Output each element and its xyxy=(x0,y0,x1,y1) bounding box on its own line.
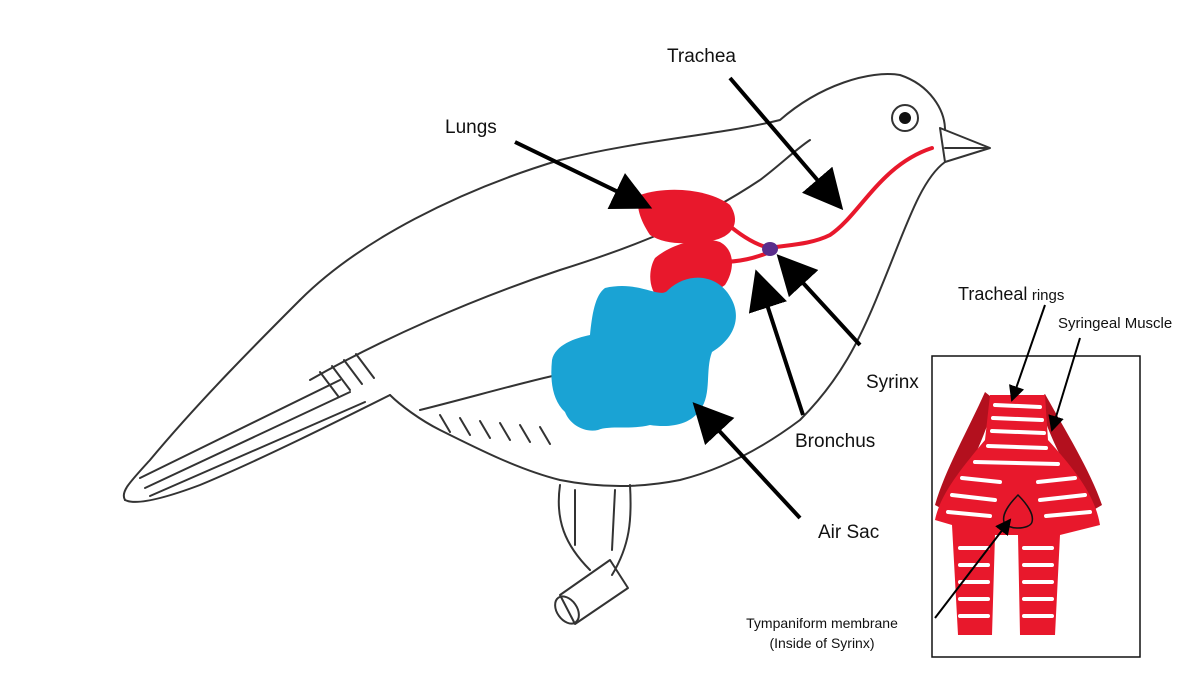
bird-beak xyxy=(939,127,991,163)
label-tracheal-rings: Tracheal rings xyxy=(958,284,1064,305)
syrinx-node xyxy=(762,242,778,256)
arrows xyxy=(514,76,862,520)
bird-back-line xyxy=(299,73,946,301)
lung-upper xyxy=(638,189,735,244)
arrow-syringeal-muscle xyxy=(1048,337,1081,432)
trachea-tube xyxy=(768,146,934,250)
bird-tail-upper xyxy=(122,299,301,501)
syrinx-inset xyxy=(931,304,1141,658)
label-air-sac: Air Sac xyxy=(818,522,880,543)
arrow-trachea xyxy=(728,76,844,211)
arrow-tracheal-rings xyxy=(1009,304,1046,402)
bird-wing-line xyxy=(309,139,811,381)
label-tympaniform-line1: Tympaniform membrane xyxy=(746,615,898,631)
label-bronchus: Bronchus xyxy=(795,431,876,452)
tracheal-ring-stripes xyxy=(946,403,1092,618)
syringeal-muscle-left xyxy=(935,392,995,512)
arrow-lungs xyxy=(514,140,653,210)
label-tracheal-main: Tracheal xyxy=(958,284,1028,304)
arrow-air-sac xyxy=(692,402,802,520)
label-tympaniform: Tympaniform membrane (Inside of Syrinx) xyxy=(722,613,922,653)
bird-tail-lower xyxy=(124,394,391,503)
bird-legs xyxy=(557,484,632,576)
arrow-tympaniform xyxy=(934,518,1012,619)
perch xyxy=(559,559,629,625)
label-tracheal-rings-word: rings xyxy=(1031,287,1065,304)
organs xyxy=(551,146,934,431)
label-tympaniform-line2: (Inside of Syrinx) xyxy=(769,635,875,651)
arrow-bronchus xyxy=(748,269,805,416)
air-sac xyxy=(551,277,736,431)
label-syrinx: Syrinx xyxy=(866,372,919,393)
label-trachea: Trachea xyxy=(667,46,736,67)
bird-belly-line xyxy=(389,161,946,487)
label-lungs: Lungs xyxy=(445,117,497,138)
arrow-syrinx xyxy=(776,254,862,347)
label-syringeal-muscle: Syringeal Muscle xyxy=(1058,315,1173,332)
bird-eye xyxy=(891,104,919,132)
bird-outline xyxy=(122,73,991,625)
